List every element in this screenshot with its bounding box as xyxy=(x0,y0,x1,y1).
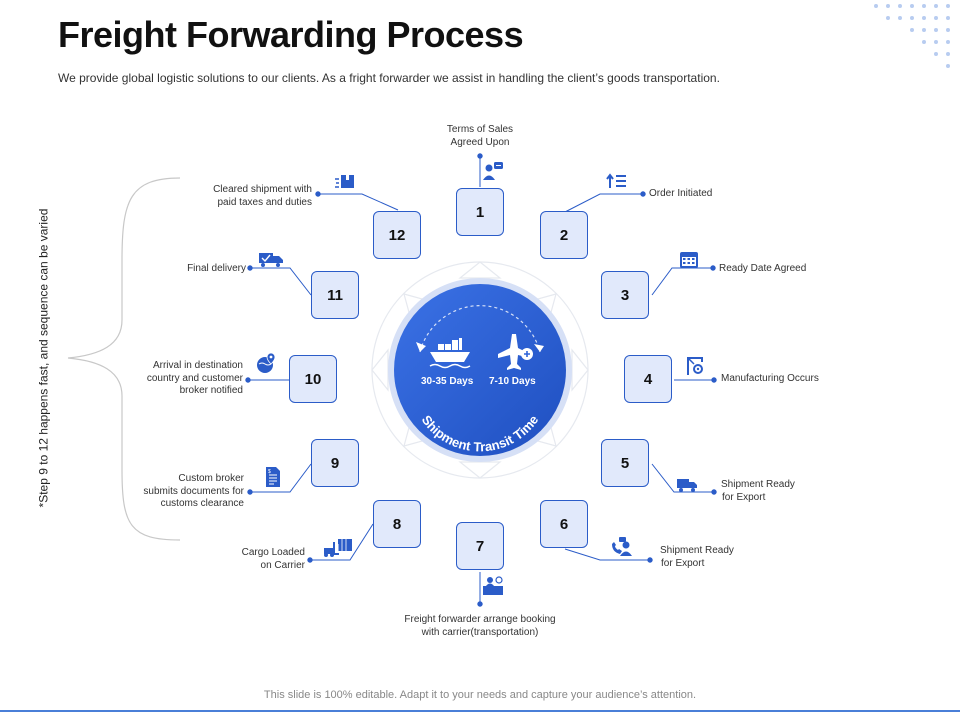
connector-6 xyxy=(564,548,650,561)
decorative-dots xyxy=(874,4,950,68)
connector-8 xyxy=(310,523,374,561)
step-10-box: 10 xyxy=(289,355,337,403)
center-circle xyxy=(394,284,566,456)
step-9-box: 9 xyxy=(311,439,359,487)
delivery-truck-icon xyxy=(259,253,283,267)
sea-transit-days: 30-35 Days xyxy=(421,376,474,387)
document-icon: $ xyxy=(266,467,280,487)
step-12-box: 12 xyxy=(373,211,421,259)
step-3-label: Ready Date Agreed xyxy=(719,263,807,274)
page-title: Freight Forwarding Process xyxy=(58,14,524,55)
step-8-box: 8 xyxy=(373,500,421,548)
step-6-box: 6 xyxy=(540,500,588,548)
list-icon xyxy=(606,173,626,188)
step-11-label: Final delivery xyxy=(187,263,246,274)
calendar-icon xyxy=(680,252,698,268)
truck-icon xyxy=(677,479,697,492)
step-group-bracket xyxy=(67,177,181,541)
connector-11 xyxy=(250,267,312,296)
desk-agent-icon xyxy=(483,576,503,595)
step-2-label: Order Initiated xyxy=(649,188,713,199)
footer-note: This slide is 100% editable. Adapt it to… xyxy=(263,689,697,701)
connector-12 xyxy=(318,193,399,211)
handshake-user-icon xyxy=(483,162,503,180)
globe-pin-icon xyxy=(257,352,276,373)
page-subtitle: We provide global logistic solutions to … xyxy=(58,71,720,85)
airplane-icon xyxy=(498,334,533,370)
package-icon xyxy=(335,175,354,188)
svg-text:$: $ xyxy=(268,469,271,475)
step-4-box: 4 xyxy=(624,355,672,403)
side-note: *Step 9 to 12 happens fast, and sequence… xyxy=(36,208,51,508)
step-2-box: 2 xyxy=(540,211,588,259)
footer-divider xyxy=(0,710,960,712)
forklift-icon xyxy=(324,539,352,557)
call-agent-icon xyxy=(612,537,632,556)
connector-9 xyxy=(250,463,312,493)
connector-5 xyxy=(651,463,714,493)
air-transit-days: 7-10 Days xyxy=(489,376,536,387)
step-7-box: 7 xyxy=(456,522,504,570)
ship-icon xyxy=(429,338,471,369)
step-11-box: 11 xyxy=(311,271,359,319)
step-3-box: 3 xyxy=(601,271,649,319)
step-1-box: 1 xyxy=(456,188,504,236)
step-5-box: 5 xyxy=(601,439,649,487)
step-4-label: Manufacturing Occurs xyxy=(721,373,819,384)
crane-icon xyxy=(687,357,703,375)
connector-3 xyxy=(651,267,713,296)
connector-2 xyxy=(564,193,643,213)
